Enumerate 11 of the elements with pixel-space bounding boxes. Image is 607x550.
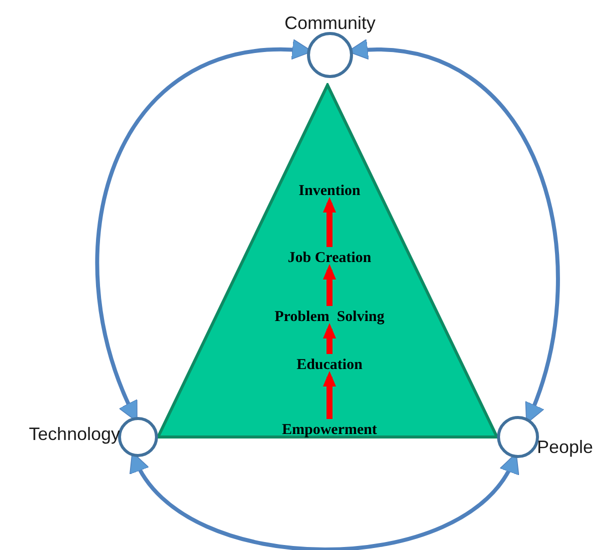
stage-label: Empowerment <box>282 422 377 439</box>
up-arrow <box>322 197 336 247</box>
up-arrow <box>322 264 336 306</box>
up-arrow <box>322 323 336 354</box>
stage-label: Invention <box>298 183 360 200</box>
stage-label: Education <box>296 357 362 374</box>
stage-label: Job Creation <box>288 250 372 267</box>
up-arrow <box>322 371 336 419</box>
stage-label: Problem Solving <box>274 309 384 326</box>
node-label: People <box>537 437 594 457</box>
node-label: Community <box>284 13 376 33</box>
